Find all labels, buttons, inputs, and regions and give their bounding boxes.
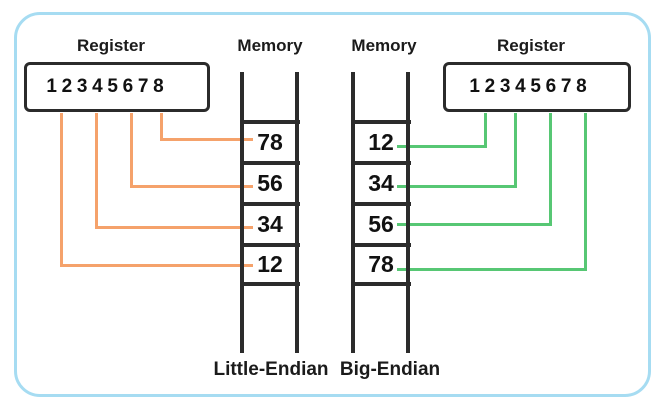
register-heading-right: Register	[496, 36, 566, 55]
register-digits-left: 1 2 3 4 5 6 7 8	[44, 62, 166, 112]
memory-cell-divider	[240, 243, 300, 247]
connector-little-endian-byte-56	[130, 113, 253, 188]
memory-cell-divider	[351, 243, 411, 247]
big-endian-caption: Big-Endian	[339, 359, 441, 380]
little-endian-caption: Little-Endian	[213, 359, 329, 380]
connector-little-endian-byte-34	[95, 113, 253, 229]
memory-cell-value: 78	[368, 251, 394, 277]
memory-ladder-right-rail	[351, 72, 355, 353]
register-digit: 5	[107, 76, 118, 97]
register-digit: 3	[499, 76, 511, 97]
memory-cell-divider	[351, 120, 411, 124]
connector-little-endian-byte-78	[160, 113, 253, 141]
memory-ladder-left-rail	[240, 72, 244, 353]
register-digit: 8	[153, 76, 164, 97]
register-digit: 7	[137, 76, 149, 97]
register-digit: 2	[61, 76, 73, 97]
register-digit: 8	[576, 76, 587, 97]
memory-cell-divider	[351, 161, 411, 165]
connector-little-endian-byte-12	[60, 113, 253, 267]
memory-heading-left: Memory	[237, 36, 303, 55]
memory-cell-value: 56	[368, 211, 394, 237]
connector-big-endian-byte-34	[397, 113, 517, 188]
register-digit: 3	[76, 76, 88, 97]
connector-big-endian-byte-56	[397, 113, 552, 226]
memory-cell-divider	[351, 202, 411, 206]
memory-cell-value: 34	[368, 170, 394, 196]
memory-cell-divider	[240, 202, 300, 206]
memory-cell-divider	[240, 120, 300, 124]
register-box-right	[443, 62, 631, 112]
register-digit: 4	[92, 76, 103, 97]
memory-cell-divider	[240, 161, 300, 165]
register-digit: 1	[469, 76, 480, 97]
register-box-left	[24, 62, 210, 112]
register-digit: 5	[530, 76, 541, 97]
memory-cell-divider	[240, 282, 300, 286]
memory-cell-value: 34	[257, 211, 283, 237]
register-digit: 2	[484, 76, 496, 97]
memory-cell-value: 78	[257, 129, 283, 155]
register-digit: 1	[46, 76, 57, 97]
register-digits-right: 1 2 3 4 5 6 7 8	[467, 62, 589, 112]
memory-cell-value: 12	[257, 251, 283, 277]
memory-ladder-left-rail	[295, 72, 299, 353]
connector-big-endian-byte-12	[397, 113, 487, 148]
register-digit: 6	[545, 76, 557, 97]
memory-heading-right: Memory	[351, 36, 417, 55]
memory-cell-value: 56	[257, 170, 283, 196]
connector-big-endian-byte-78	[397, 113, 587, 271]
memory-cell-value: 12	[368, 129, 394, 155]
register-digit: 4	[515, 76, 526, 97]
register-digit: 7	[560, 76, 572, 97]
register-digit: 6	[122, 76, 134, 97]
register-heading-left: Register	[76, 36, 146, 55]
memory-cell-divider	[351, 282, 411, 286]
memory-ladder-right-rail	[406, 72, 410, 353]
